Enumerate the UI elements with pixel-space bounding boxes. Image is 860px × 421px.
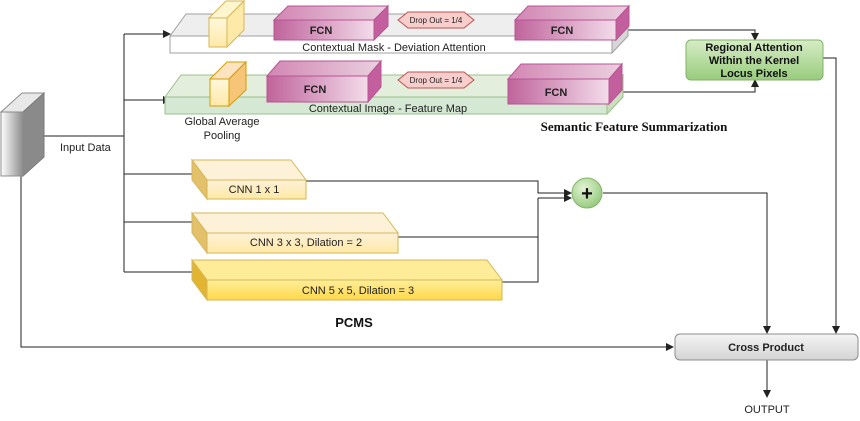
input-data-block [0,91,46,178]
add-symbol: + [581,183,593,205]
top-fcn-block-right [513,4,631,42]
output-label: OUTPUT [744,404,790,416]
add-operator [571,177,603,209]
connectors [20,29,840,398]
pcms-title: PCMS [335,315,373,330]
contextual-image-label: Contextual Image - Feature Map [309,103,467,115]
regional-attention-line1: Regional Attention [705,42,803,54]
bottom-gap-cube [208,60,248,108]
top-dropout-label: Drop Out = 1/4 [410,16,463,25]
regional-attention-line3: Locus Pixels [720,68,787,80]
input-data-label: Input Data [60,142,112,154]
gap-label-line2: Pooling [204,130,241,142]
top-dropout-shape [397,11,475,29]
cross-product-label: Cross Product [728,342,804,354]
top-fcn-label-right: FCN [551,25,574,37]
bottom-dropout-label: Drop Out = 1/4 [410,76,463,85]
gap-label-line1: Global Average [184,116,259,128]
cross-product-box [674,333,859,361]
cnn-1x1-label: CNN 1 x 1 [229,184,280,196]
cnn-1x1-block [191,158,307,201]
cnn-3x3-label: CNN 3 x 3, Dilation = 2 [250,237,362,249]
cnn-3x3-block [191,211,399,255]
bottom-fcn-label-left: FCN [304,84,327,96]
top-fcn-block-left [272,4,390,42]
top-fcn-label-left: FCN [310,25,333,37]
top-gap-cube [207,0,246,49]
regional-attention-box [685,39,824,81]
contextual-mask-label: Contextual Mask - Deviation Attention [302,42,485,54]
semantic-feature-title: Semantic Feature Summarization [541,119,729,134]
regional-attention-line2: Within the Kernel [709,55,799,67]
cnn-5x5-label: CNN 5 x 5, Dilation = 3 [302,285,414,297]
bottom-fcn-block-right [506,62,624,106]
cnn-5x5-block [191,258,503,302]
bottom-fcn-label-right: FCN [545,87,568,99]
bottom-fcn-block-left [265,59,383,104]
bottom-dropout-shape [397,71,475,89]
